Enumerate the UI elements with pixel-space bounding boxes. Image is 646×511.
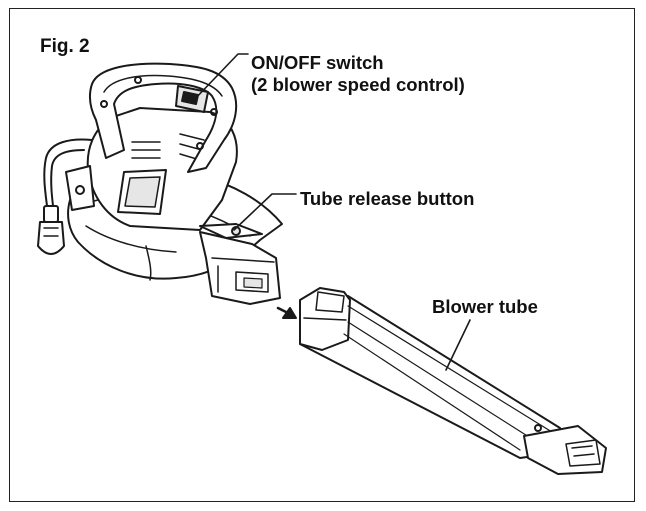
- direction-arrow: [276, 306, 297, 319]
- speed-control-label: (2 blower speed control): [251, 74, 465, 95]
- power-cord: [37, 138, 93, 255]
- leader-lines: [191, 53, 471, 371]
- switch-leader-line: [191, 53, 249, 103]
- blower-tube: [299, 287, 607, 475]
- figure-label: Fig. 2: [40, 36, 90, 57]
- tube-release-button: [199, 223, 263, 239]
- blower-handle: [88, 62, 238, 173]
- tube-leader-line: [445, 319, 471, 371]
- outlet-nozzle: [199, 231, 281, 305]
- release-leader-line: [233, 193, 297, 231]
- blower-tube-label: Blower tube: [432, 296, 538, 317]
- on-off-switch-label: ON/OFF switch: [251, 52, 384, 73]
- tube-release-button-label: Tube release button: [300, 188, 475, 209]
- figure-frame: [9, 8, 635, 502]
